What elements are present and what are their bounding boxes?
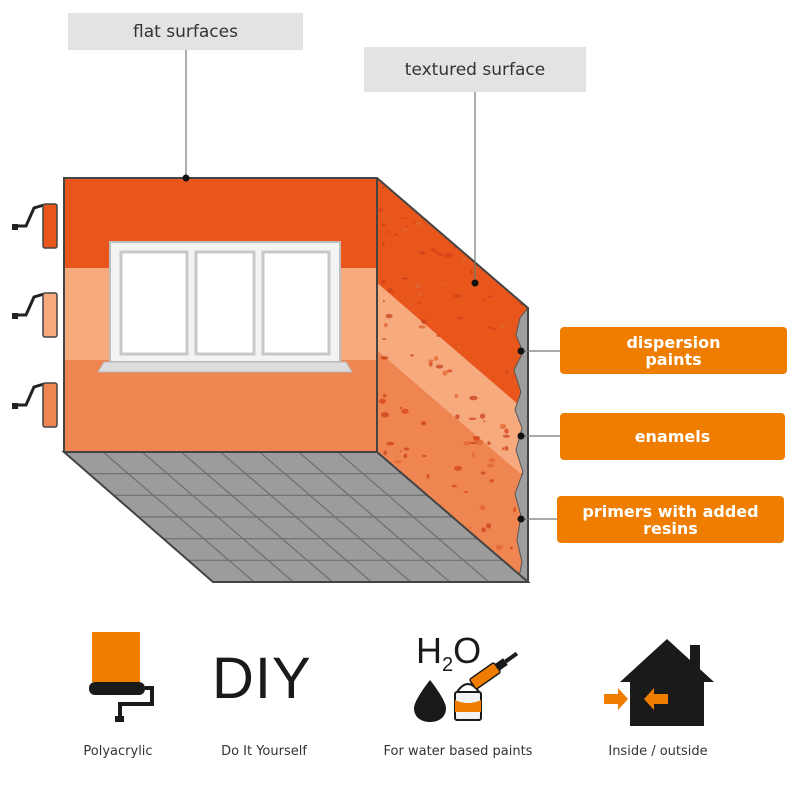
primers-label: primers with added resins	[557, 496, 784, 543]
diy-icon: DIY	[212, 646, 312, 711]
enamels-label: enamels	[560, 413, 785, 460]
primers-line1: primers with added	[582, 501, 759, 521]
caption-polyacrylic: Polyacrylic	[83, 744, 153, 759]
paint-roller-3	[12, 382, 58, 428]
flat-surfaces-label: flat surfaces	[133, 21, 238, 42]
textured-surface-label: textured surface	[404, 59, 546, 80]
h2o-text: H2O	[416, 630, 482, 677]
dispersion-paints-label: dispersion paints	[560, 327, 787, 374]
enamels-text: enamels	[634, 427, 711, 446]
caption-water: For water based paints	[383, 744, 533, 759]
water-paint-icon	[414, 651, 519, 722]
dispersion-line1: dispersion	[626, 332, 721, 352]
primers-line2: resins	[643, 518, 698, 538]
caption-inout: Inside / outside	[608, 744, 708, 759]
paint-rollers	[12, 203, 58, 428]
paint-roller-icon	[89, 632, 154, 722]
cube-outline	[63, 177, 529, 582]
flat-surfaces-tag: flat surfaces	[68, 13, 303, 50]
paint-roller-1	[12, 203, 58, 249]
floor	[61, 451, 531, 583]
window	[97, 241, 353, 373]
paint-roller-2	[12, 292, 58, 338]
wall-cross-section	[513, 306, 529, 583]
textured-surface-tag: textured surface	[364, 47, 586, 92]
house-inout-icon	[604, 639, 714, 726]
leader-lines	[182, 50, 562, 523]
dispersion-line2: paints	[645, 349, 702, 369]
caption-diy: Do It Yourself	[221, 744, 307, 759]
